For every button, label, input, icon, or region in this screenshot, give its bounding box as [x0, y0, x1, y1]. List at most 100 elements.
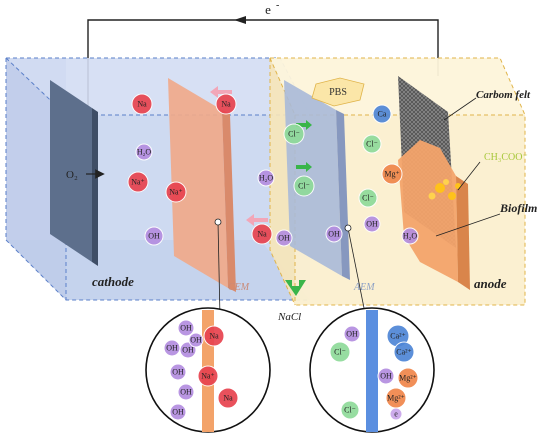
ion-bubble [257, 169, 275, 187]
ion-label: H₂O [259, 173, 274, 182]
ion-bubble [397, 367, 419, 389]
ion-bubble [325, 225, 343, 243]
pbs-label: PBS [329, 87, 347, 98]
ion-label: Na [221, 99, 231, 108]
ion-bubble [203, 325, 225, 347]
ion-label: Na [137, 99, 147, 108]
acetate-label: CH₃COO⁻ [484, 152, 528, 163]
ion-bubble [343, 325, 361, 343]
ion-label: H₂O [403, 231, 418, 240]
ion-bubble [135, 143, 153, 161]
ion-bubble [215, 93, 237, 115]
ion-label: OH [190, 335, 202, 344]
annotations: Carbom felt CH₃COO⁻ Biofilm [435, 89, 537, 237]
pink-arrow-icon [246, 214, 268, 226]
ion-bubble [197, 365, 219, 387]
ion-label: Na [223, 393, 233, 402]
ion-bubble [389, 407, 403, 421]
ion-label: OH [380, 371, 392, 380]
ion-bubble [340, 400, 360, 420]
ion-label: OH [172, 367, 184, 376]
ion-bubble [393, 341, 415, 363]
ion-label: Mg²⁺ [399, 373, 417, 382]
electron-charge: - [276, 0, 279, 11]
ion-bubble [169, 363, 187, 381]
green-arrow-icon [296, 162, 312, 172]
ion-label: OH [172, 407, 184, 416]
ion-label: OH [148, 231, 160, 240]
nacl-arrow-icon [285, 280, 306, 296]
pink-arrow-icon [210, 86, 232, 98]
ion-label: Na⁺ [201, 371, 215, 380]
aem-label: AEM [353, 282, 375, 293]
cathode-electrode [50, 80, 98, 266]
ion-label: Cl⁻ [288, 129, 300, 138]
cem-label: CEM [228, 282, 250, 293]
green-arrow-icon [296, 120, 312, 130]
ion-label: Cl⁻ [334, 347, 346, 356]
ion-bubble [329, 341, 351, 363]
ion-label: Na [209, 331, 219, 340]
ion-bubble [377, 367, 395, 385]
ion-bubble [381, 163, 403, 185]
pink-arrows [210, 86, 268, 226]
ion-bubble [131, 93, 153, 115]
ion-label: Na⁺ [131, 177, 145, 186]
ion-bubble [363, 215, 381, 233]
pbs-tag: PBS [311, 77, 365, 107]
ion-bubble [127, 171, 149, 193]
ion-label: e [394, 409, 398, 418]
anode-label: anode [474, 276, 507, 291]
ion-label: H₂O [137, 147, 152, 156]
ion-label: Cl⁻ [362, 193, 374, 202]
ion-bubble [177, 319, 195, 337]
o2-label: O₂ [66, 169, 78, 181]
ion-label: OH [328, 229, 340, 238]
ion-bubble [283, 123, 305, 145]
cathode-label: cathode [92, 274, 134, 289]
electron-label: e [265, 2, 271, 17]
cem-membrane [168, 78, 236, 292]
ion-label: OH [182, 345, 194, 354]
ion-label: Na [257, 229, 267, 238]
ion-label: Cl⁻ [344, 405, 356, 414]
ion-bubble [372, 104, 392, 124]
ion-label: Cl⁻ [298, 181, 310, 190]
ion-bubble [144, 226, 164, 246]
ion-label: Ca²⁺ [396, 347, 412, 356]
ion-label: OH [278, 233, 290, 242]
ion-bubble [275, 229, 293, 247]
ion-bubble [401, 227, 419, 245]
carbon-felt-label: Carbom felt [476, 89, 531, 101]
ion-bubble [251, 223, 273, 245]
acetate-bubbles [428, 179, 461, 200]
ion-label: Na⁺ [169, 187, 183, 196]
ion-bubble [293, 175, 315, 197]
ion-label: Ca [378, 109, 387, 118]
ion-label: OH [366, 219, 378, 228]
ion-label: Mg⁺ [384, 169, 399, 178]
anode-electrode [398, 76, 470, 290]
ion-bubble [177, 383, 195, 401]
nacl-label: NaCl [277, 311, 301, 323]
ion-bubble [165, 181, 187, 203]
ion-label: OH [346, 329, 358, 338]
biofilm-layer [398, 140, 458, 282]
ion-label: OH [180, 323, 192, 332]
ion-label: Mg²⁺ [387, 393, 405, 402]
ion-bubble [188, 332, 204, 348]
ion-label: OH [180, 387, 192, 396]
ion-label: Cl⁻ [366, 139, 378, 148]
biofilm-label: Biofilm [499, 201, 537, 215]
electron-arrow-icon [234, 16, 246, 24]
ion-label: OH [166, 343, 178, 352]
ion-bubble [358, 188, 378, 208]
